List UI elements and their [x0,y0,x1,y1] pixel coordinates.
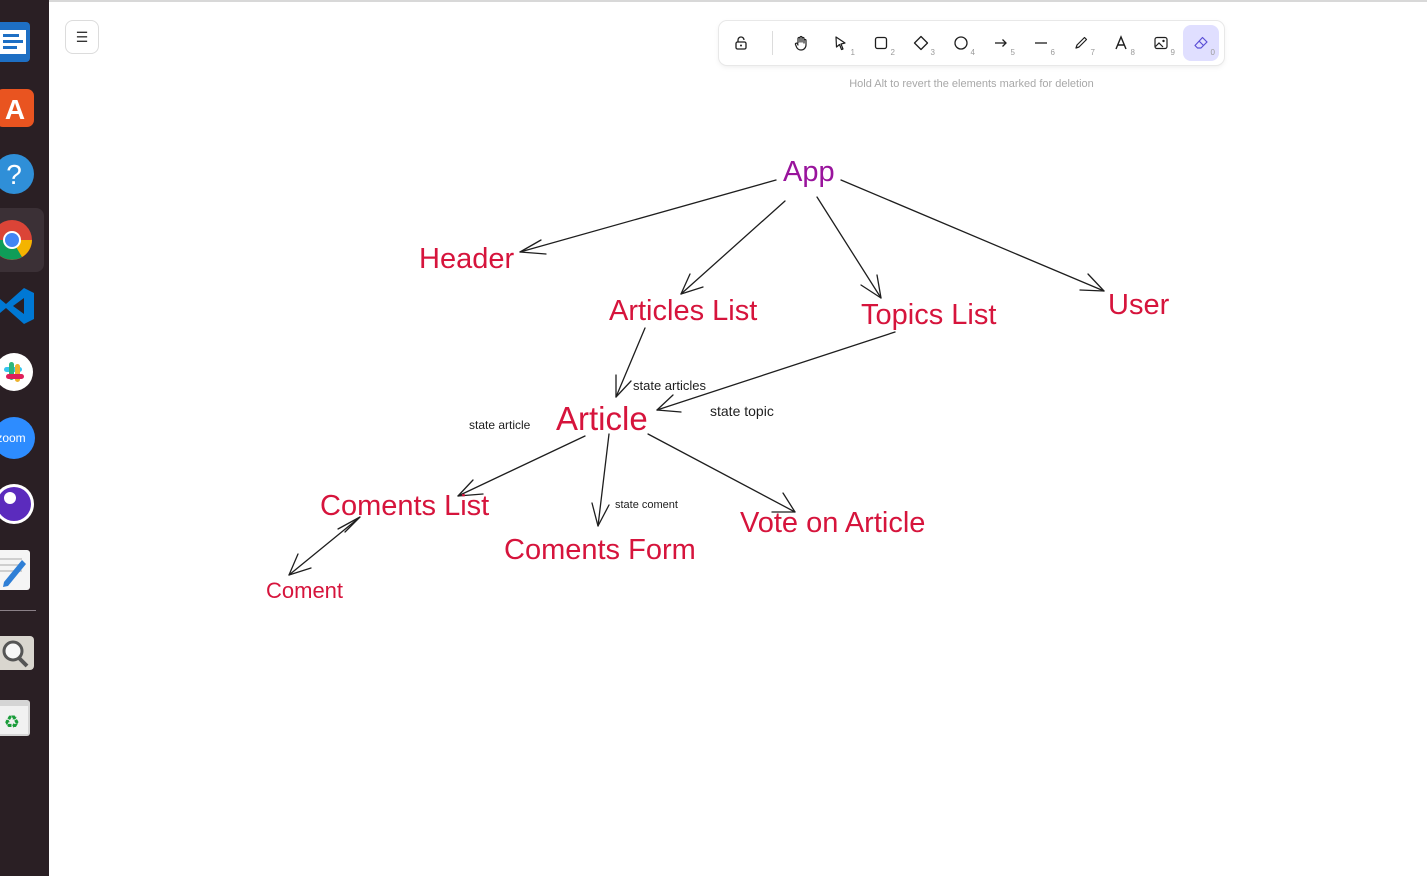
zoom-label: zoom [0,431,26,445]
shortcut-key: 1 [850,48,855,57]
main-menu-button[interactable]: ☰ [65,20,99,54]
label-state-coment[interactable]: state coment [615,499,678,511]
diamond-icon [913,35,929,51]
shortcut-key: 5 [1010,48,1015,57]
arrow-tool-button[interactable]: 5 [983,25,1019,61]
label-state-topic[interactable]: state topic [710,403,774,419]
arrow-app-articles-list[interactable] [680,200,786,295]
selection-icon [835,36,846,51]
libreoffice-impress-icon[interactable] [0,20,36,64]
node-coments-list[interactable]: Coments List [320,490,490,522]
arrow-app-topics-list[interactable] [816,196,882,299]
selection-tool-button[interactable]: 1 [823,25,859,61]
rectangle-icon [874,36,888,50]
dock-separator [0,610,36,611]
node-app[interactable]: App [783,156,835,188]
node-topics-list[interactable]: Topics List [861,299,997,331]
node-article[interactable]: Article [556,400,648,437]
shortcut-key: 3 [930,48,935,57]
node-coments-form[interactable]: Coments Form [504,534,696,566]
eraser-icon [1194,36,1208,49]
shortcut-key: 4 [970,48,975,57]
shortcut-key: 2 [890,48,895,57]
chrome-icon[interactable] [0,218,36,262]
line-tool-button[interactable]: 6 [1023,25,1059,61]
text-icon [1115,35,1127,50]
slack-icon[interactable] [0,350,36,394]
node-vote-on-article[interactable]: Vote on Article [740,507,926,539]
eraser-hint: Hold Alt to revert the elements marked f… [849,78,1094,90]
draw-tool-button[interactable]: 7 [1063,25,1099,61]
text-editor-icon[interactable] [0,548,36,592]
node-user[interactable]: User [1108,289,1170,321]
svg-text:A: A [5,94,25,125]
image-icon [1154,36,1168,50]
hand-tool-button[interactable] [783,25,819,61]
hand-icon [794,35,807,51]
ellipse-icon [954,36,968,50]
arrow-icon [995,39,1007,47]
label-state-article[interactable]: state article [469,418,531,432]
rectangle-tool-button[interactable]: 2 [863,25,899,61]
dock: A ? zoom ♻ [0,0,49,876]
ellipse-tool-button[interactable]: 4 [943,25,979,61]
node-coment[interactable]: Coment [266,578,344,603]
media-icon[interactable] [0,482,36,526]
arrow-app-header[interactable] [519,179,777,255]
svg-text:♻: ♻ [4,712,20,733]
arrow-topics-list-article[interactable] [656,331,896,413]
image-viewer-icon[interactable] [0,630,36,674]
shortcut-key: 7 [1090,48,1095,57]
image-tool-button[interactable]: 9 [1143,25,1179,61]
drawing-canvas[interactable]: ☰ 1 2 3 4 5 6 [49,0,1427,876]
lock-icon [735,36,747,50]
arrow-articles-list-article[interactable] [615,327,646,398]
shortcut-key: 9 [1170,48,1175,57]
shapes-toolbar: 1 2 3 4 5 6 7 8 [719,21,1224,65]
shortcut-key: 6 [1050,48,1055,57]
app-center-icon[interactable]: A [0,85,36,129]
line-icon [1035,42,1047,44]
help-icon[interactable]: ? [0,152,36,196]
arrow-coments-list-coment[interactable] [288,516,361,576]
toolbar-separator [772,31,773,55]
label-state-articles[interactable]: state articles [633,378,706,393]
arrow-app-user[interactable] [840,179,1105,292]
trash-icon[interactable]: ♻ [0,696,36,740]
text-tool-button[interactable]: 8 [1103,25,1139,61]
lock-tool-button[interactable] [723,25,759,61]
hamburger-icon: ☰ [75,28,89,45]
draw-icon [1075,36,1088,49]
arrow-article-coments-list[interactable] [457,435,586,497]
shortcut-key: 0 [1210,48,1215,57]
arrow-article-coments-form[interactable] [591,433,610,527]
shortcut-key: 8 [1130,48,1135,57]
eraser-tool-button[interactable]: 0 [1183,25,1219,61]
svg-text:?: ? [6,159,22,190]
diamond-tool-button[interactable]: 3 [903,25,939,61]
node-articles-list[interactable]: Articles List [609,295,758,327]
vscode-icon[interactable] [0,284,36,328]
node-header[interactable]: Header [419,243,515,275]
zoom-icon[interactable]: zoom [0,416,36,460]
arrow-article-vote[interactable] [647,433,796,513]
